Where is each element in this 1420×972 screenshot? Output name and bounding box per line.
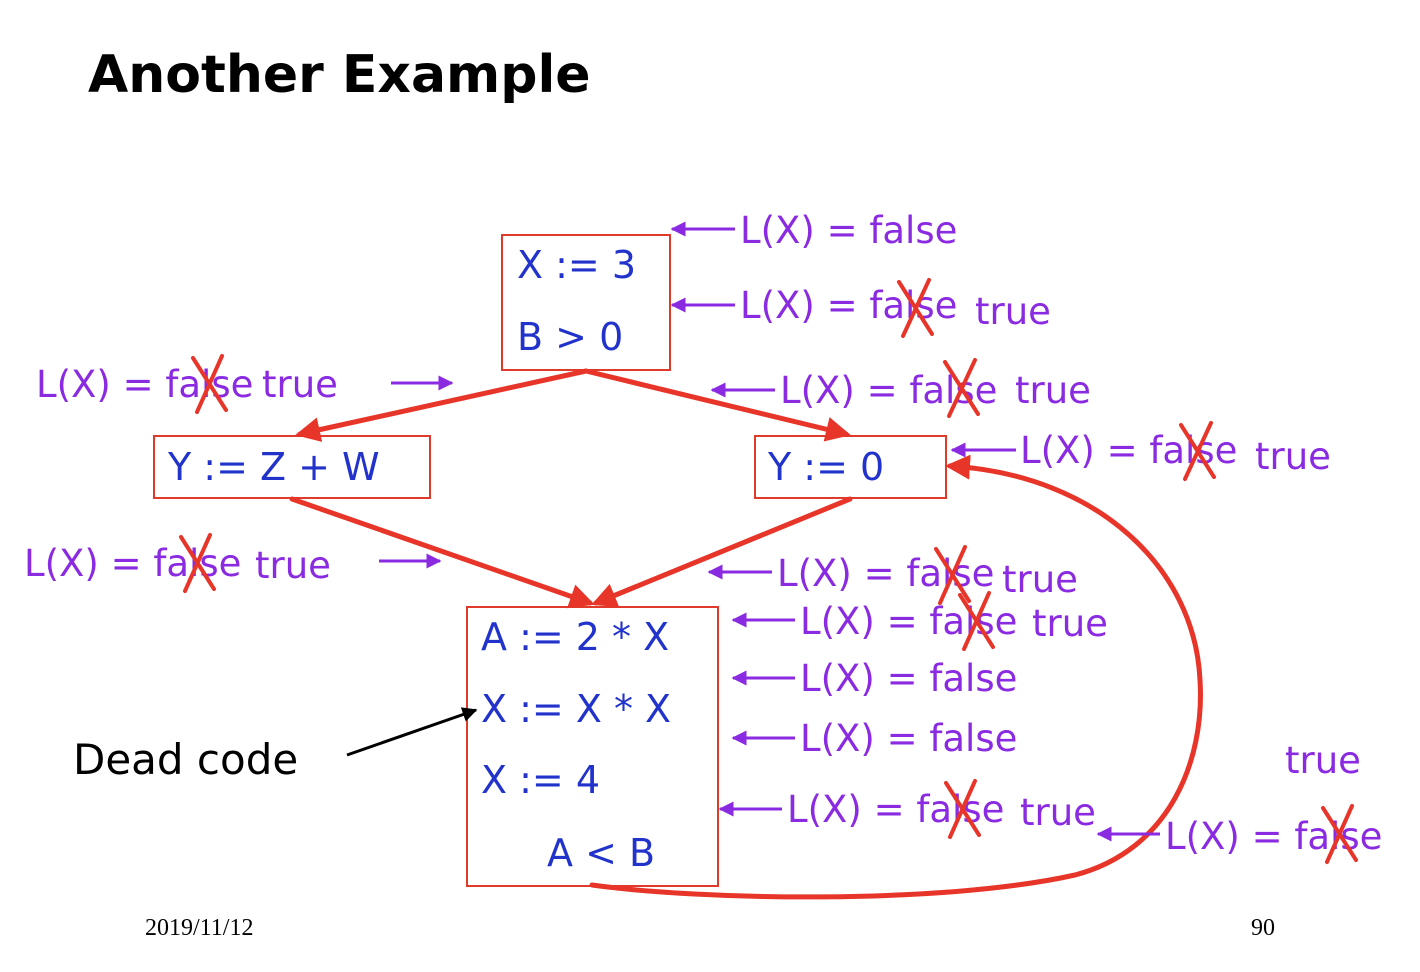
strike-mark: [1179, 421, 1216, 481]
edge-right-bottom: [591, 496, 853, 607]
page-number: 90: [1251, 915, 1275, 941]
liveness-update: true: [1285, 739, 1361, 782]
code-line: Y := Z + W: [167, 445, 380, 489]
strike-mark: [897, 278, 934, 338]
strike-mark: [944, 779, 981, 839]
liveness-update: true: [1002, 558, 1078, 601]
edge-top-left: [295, 368, 589, 442]
strike-mark: [934, 545, 971, 605]
liveness-update: true: [975, 290, 1051, 333]
strike-mark: [1321, 804, 1358, 864]
liveness-update: true: [255, 544, 331, 587]
edge-top-right: [583, 368, 851, 442]
code-line: A < B: [547, 831, 655, 875]
dead-code-label: Dead code: [73, 735, 298, 784]
liveness-annotation: L(X) = false: [1020, 429, 1237, 472]
footer-date: 2019/11/12: [145, 915, 253, 941]
code-line: X := X * X: [481, 687, 671, 731]
code-line: Y := 0: [767, 445, 884, 489]
liveness-annotation: L(X) = false: [740, 209, 957, 252]
strike-mark: [191, 354, 228, 414]
liveness-update: true: [1255, 435, 1331, 478]
liveness-annotation: L(X) = false: [800, 717, 1017, 760]
strike-mark: [179, 533, 216, 593]
code-line: X := 3: [517, 243, 636, 287]
edge-left-bottom: [289, 496, 595, 609]
code-line: B > 0: [517, 315, 623, 359]
slide-title: Another Example: [88, 45, 591, 105]
code-line: A := 2 * X: [481, 615, 669, 659]
liveness-annotation: L(X) = false: [800, 657, 1017, 700]
strike-mark: [958, 591, 995, 651]
liveness-update: true: [1032, 602, 1108, 645]
liveness-update: true: [1020, 791, 1096, 834]
liveness-update: true: [262, 363, 338, 406]
edge-loop-back: [589, 454, 1203, 900]
liveness-update: true: [1015, 369, 1091, 412]
strike-mark: [943, 358, 980, 418]
code-line: X := 4: [481, 758, 600, 802]
dead-code-arrow: [346, 707, 478, 757]
